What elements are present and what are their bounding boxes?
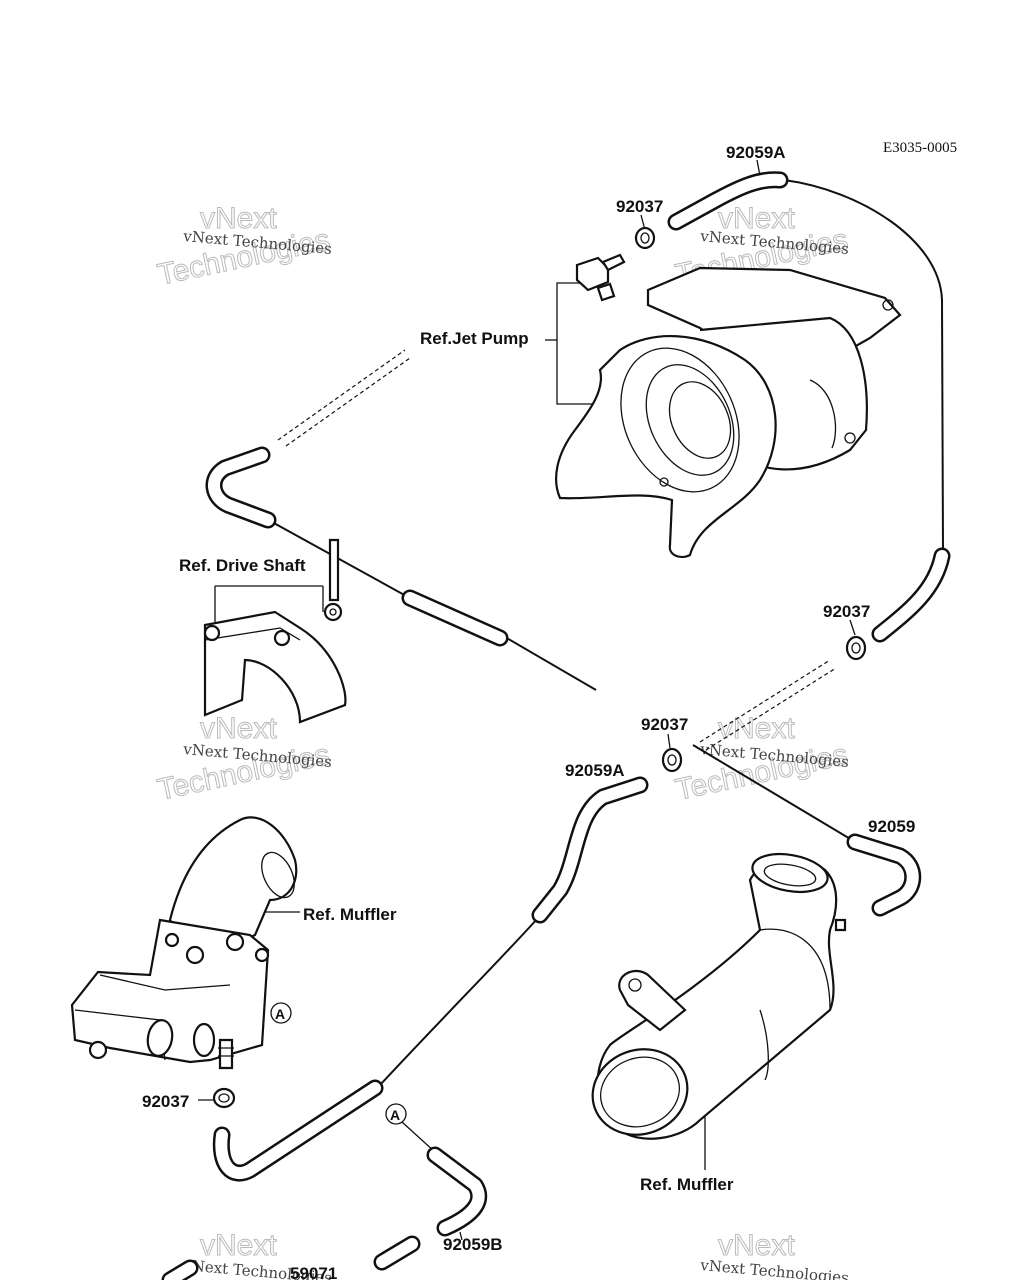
label-ref-muffler-left: Ref. Muffler <box>303 905 397 924</box>
routing-lines <box>198 159 944 1241</box>
watermark-word: vNext <box>718 712 795 745</box>
clamp-92037-top <box>634 226 656 250</box>
label-92059B: 92059B <box>443 1235 503 1254</box>
hose-bottom-left <box>212 1079 384 1182</box>
marker-a-muffler: A <box>270 1002 292 1024</box>
label-92059A-mid: 92059A <box>565 761 625 780</box>
label-92037-right: 92037 <box>823 602 870 621</box>
muffler-left <box>70 816 298 1070</box>
hose-92059B <box>426 1146 488 1237</box>
watermark-mid-right: vNext Technologies vNext Technologies <box>672 712 851 808</box>
clamp-92037-right <box>845 635 867 661</box>
watermark-top-left: vNext Technologies vNext Technologies <box>154 202 333 293</box>
label-92037-top: 92037 <box>616 197 663 216</box>
hose-drive-shaft-straight <box>401 589 509 647</box>
watermark-bottom-right: vNext vNext Technologies <box>699 1229 850 1280</box>
hose-59071-short <box>373 1235 421 1271</box>
label-59071: 59071 <box>290 1264 337 1280</box>
label-ref-drive-shaft: Ref. Drive Shaft <box>179 556 306 575</box>
watermark-bottom-left: vNext vNext Technologies <box>182 1229 333 1280</box>
drive-shaft-bracket <box>214 585 324 622</box>
watermark-word: vNext <box>718 1229 795 1262</box>
marker-a-text: A <box>275 1006 285 1022</box>
label-92059A-top: 92059A <box>726 143 786 162</box>
label-92037-mid: 92037 <box>641 715 688 734</box>
watermark-word: vNext <box>200 1229 277 1262</box>
watermark-word: vNext <box>718 202 795 235</box>
jet-pump <box>555 253 902 559</box>
marker-a-text: A <box>390 1107 400 1123</box>
hose-92059A-mid <box>531 776 649 924</box>
drive-shaft-housing <box>203 538 347 724</box>
marker-a-hose: A <box>385 1103 407 1125</box>
jet-pump-bracket <box>545 282 600 405</box>
label-ref-muffler-right: Ref. Muffler <box>640 1175 734 1194</box>
hose-drive-shaft-upper <box>205 446 277 529</box>
bottom-corner-hose <box>161 1259 199 1280</box>
hose-right-92037 <box>871 547 951 643</box>
muffler-right <box>591 852 847 1140</box>
watermark-word: vNext <box>200 712 277 745</box>
clamp-92037-mid <box>661 747 683 773</box>
label-ref-jet-pump: Ref.Jet Pump <box>420 329 529 348</box>
hose-92059 <box>846 833 922 917</box>
hose-92059A-top <box>667 171 789 231</box>
label-92037-left: 92037 <box>142 1092 189 1111</box>
watermark-word: vNext <box>200 202 277 235</box>
label-92059: 92059 <box>868 817 915 836</box>
watermark-mid-left: vNext Technologies vNext Technologies <box>154 712 333 808</box>
clamp-92037-left <box>212 1087 236 1109</box>
diagram-code: E3035-0005 <box>883 140 957 156</box>
